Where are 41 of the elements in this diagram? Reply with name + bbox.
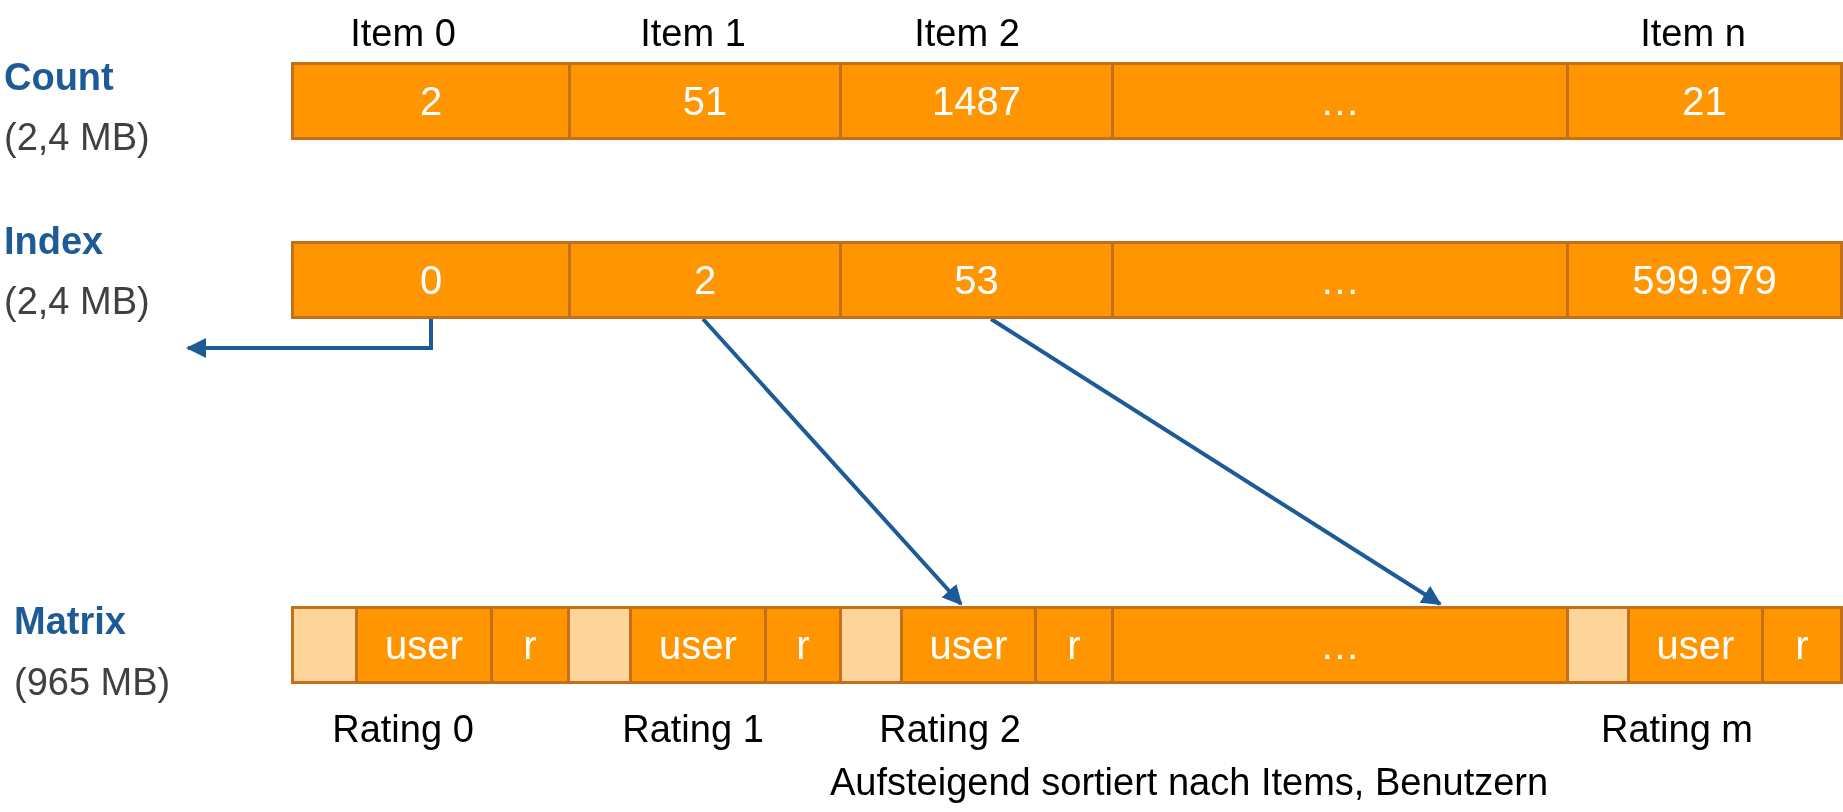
column-label: Item n — [1640, 14, 1746, 52]
array-cell: r — [1761, 606, 1843, 684]
array-cell: r — [764, 606, 842, 684]
record-label: Rating 1 — [622, 710, 764, 748]
array-cell: 2 — [568, 241, 842, 319]
row-title: Count — [4, 58, 114, 96]
note-text: Aufsteigend sortiert nach Items, Benutzern — [830, 763, 1549, 801]
row-title: Index — [4, 222, 104, 260]
array-cell: 0 — [291, 241, 571, 319]
array-cell: user — [355, 606, 493, 684]
array-cell: 53 — [839, 241, 1114, 319]
arrow — [186, 319, 433, 358]
record-label: Rating 2 — [879, 710, 1021, 748]
size-label: (965 MB) — [14, 663, 171, 701]
array-cell: 21 — [1566, 62, 1843, 140]
array-cell: 1487 — [839, 62, 1114, 140]
empty-cell — [567, 606, 632, 684]
empty-cell — [1566, 606, 1630, 684]
empty-cell — [291, 606, 358, 684]
record-label: Rating 0 — [332, 710, 474, 748]
column-label: Item 1 — [640, 14, 746, 52]
array-cell: r — [490, 606, 570, 684]
array-cell: 51 — [568, 62, 842, 140]
size-label: (2,4 MB) — [4, 282, 150, 320]
array-cell: 599.979 — [1566, 241, 1843, 319]
array-cell: user — [900, 606, 1037, 684]
size-label: (2,4 MB) — [4, 118, 150, 156]
record-label: Rating m — [1600, 710, 1754, 748]
column-label: Item 0 — [350, 14, 456, 52]
array-cell: … — [1111, 241, 1569, 319]
arrow — [701, 317, 963, 606]
row-title: Matrix — [14, 602, 126, 640]
empty-cell — [839, 606, 903, 684]
array-cell: … — [1111, 62, 1569, 140]
array-cell: r — [1034, 606, 1114, 684]
arrow — [989, 317, 1442, 606]
array-cell: … — [1111, 606, 1569, 684]
column-label: Item 2 — [914, 14, 1020, 52]
array-cell: user — [629, 606, 767, 684]
array-cell: user — [1627, 606, 1764, 684]
array-cell: 2 — [291, 62, 571, 140]
